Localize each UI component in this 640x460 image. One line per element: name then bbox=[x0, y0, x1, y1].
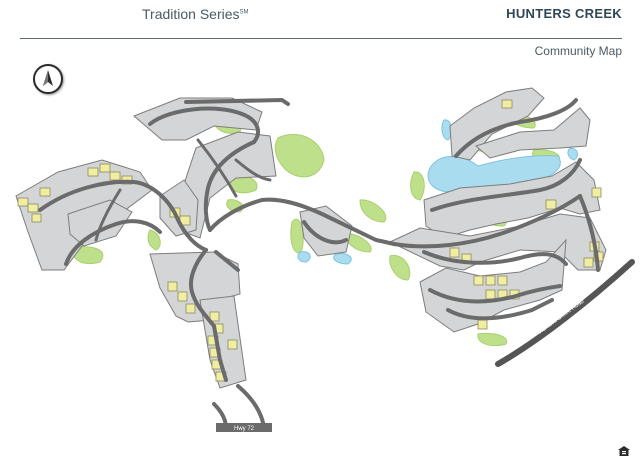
equal-housing-icon bbox=[618, 446, 630, 456]
header-divider bbox=[20, 38, 622, 39]
road-network bbox=[38, 98, 600, 430]
community-map-label: Community Map bbox=[534, 44, 622, 58]
community-name: HUNTERS CREEK bbox=[506, 6, 622, 21]
north-compass-icon bbox=[33, 64, 63, 94]
hwy-72-label: Hwy 72 bbox=[234, 426, 255, 432]
service-mark: SM bbox=[239, 9, 249, 16]
lot-blocks bbox=[15, 87, 607, 389]
series-title: Tradition SeriesSM bbox=[142, 6, 249, 22]
hwy-72-shield: Hwy 72 bbox=[216, 423, 272, 432]
series-name: Tradition Series bbox=[142, 6, 240, 22]
